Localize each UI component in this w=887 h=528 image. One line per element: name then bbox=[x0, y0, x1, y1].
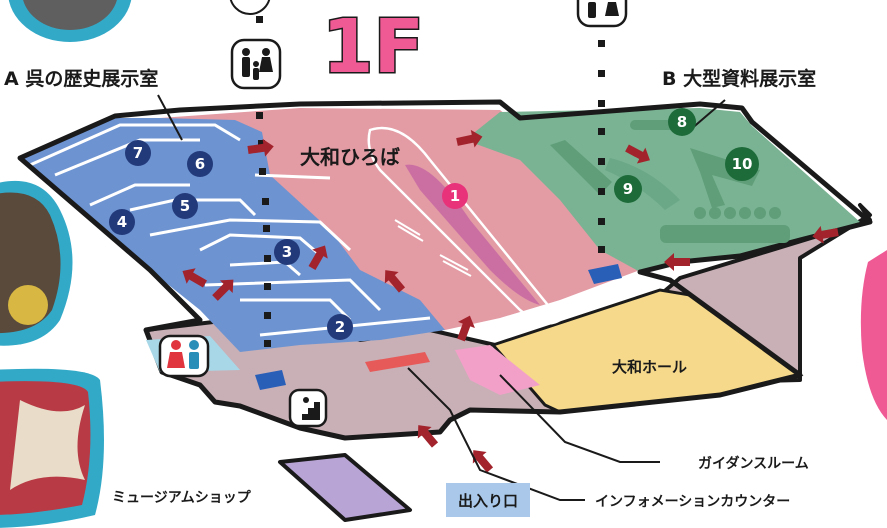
exhibit-marker[interactable]: 8 bbox=[668, 108, 696, 136]
museum-shop-label: ミュージアムショップ bbox=[112, 490, 252, 506]
marker-circle bbox=[442, 183, 468, 209]
exhibit-marker[interactable]: 6 bbox=[187, 151, 213, 177]
entrance-label: 出入り口 bbox=[458, 492, 518, 510]
museum-shop-area bbox=[278, 453, 412, 522]
marker-number: 5 bbox=[180, 197, 190, 215]
exhibit-marker[interactable]: 1 bbox=[442, 183, 468, 209]
info-counter-label: インフォメーションカウンター bbox=[595, 494, 790, 510]
exhibit-marker[interactable]: 2 bbox=[327, 314, 353, 340]
marker-number: 9 bbox=[623, 180, 633, 198]
exhibit-marker[interactable]: 4 bbox=[109, 209, 135, 235]
marker-number: 10 bbox=[732, 155, 753, 173]
marker-circle bbox=[614, 175, 642, 203]
photo-wheel bbox=[8, 285, 48, 325]
photo-frame-right bbox=[860, 250, 887, 420]
photo-flag-fold bbox=[10, 400, 85, 490]
stairs-icon bbox=[288, 388, 328, 428]
exhibit-marker[interactable]: 7 bbox=[125, 140, 151, 166]
marker-circle bbox=[274, 239, 300, 265]
marker-circle bbox=[109, 209, 135, 235]
hall-label: 大和ホール bbox=[612, 358, 687, 376]
exhibit-marker[interactable]: 9 bbox=[614, 175, 642, 203]
guidance-room-area bbox=[455, 345, 540, 395]
b-exhibit-label: B 大型資料展示室 bbox=[662, 67, 816, 90]
info-counter-marker bbox=[365, 352, 430, 372]
a-exhibit-label: A 呉の歴史展示室 bbox=[4, 67, 158, 90]
family-elevator-icon bbox=[230, 38, 282, 90]
marker-circle bbox=[187, 151, 213, 177]
elevator-landing-a bbox=[255, 370, 286, 390]
marker-number: 3 bbox=[282, 243, 292, 261]
entrance-box bbox=[446, 483, 530, 517]
family-elevator-icon bbox=[576, 0, 628, 28]
marker-number: 2 bbox=[335, 318, 345, 336]
floor-label: 1F bbox=[322, 4, 424, 90]
marker-number: 1 bbox=[450, 187, 460, 205]
marker-circle bbox=[725, 147, 759, 181]
leader-lines bbox=[157, 94, 726, 501]
marker-number: 8 bbox=[677, 113, 687, 131]
plaza-label: 大和ひろば bbox=[300, 145, 400, 169]
marker-circle bbox=[668, 108, 696, 136]
marker-circle bbox=[172, 193, 198, 219]
marker-circle bbox=[327, 314, 353, 340]
photo-frame-top bbox=[229, 0, 271, 15]
exhibit-marker[interactable]: 3 bbox=[274, 239, 300, 265]
marker-number: 4 bbox=[117, 213, 127, 231]
plaza-zone bbox=[160, 108, 640, 330]
elevator-shaft-lines bbox=[256, 16, 605, 347]
exhibit-marker[interactable]: 5 bbox=[172, 193, 198, 219]
exhibit-markers: 1 2 3 4 5 6 7 8 9 10 bbox=[109, 108, 759, 340]
marker-number: 7 bbox=[133, 144, 143, 162]
marker-circle bbox=[125, 140, 151, 166]
marker-number: 6 bbox=[195, 155, 205, 173]
restroom-icon bbox=[158, 334, 210, 378]
b-zone-exhibits bbox=[550, 120, 790, 243]
building-outline bbox=[17, 99, 873, 441]
elevator-landing-b bbox=[588, 264, 622, 284]
photo-object-top-left bbox=[23, 0, 117, 30]
guidance-room-label: ガイダンスルーム bbox=[698, 455, 809, 472]
battleship-model bbox=[367, 126, 562, 325]
exhibit-marker[interactable]: 10 bbox=[725, 147, 759, 181]
